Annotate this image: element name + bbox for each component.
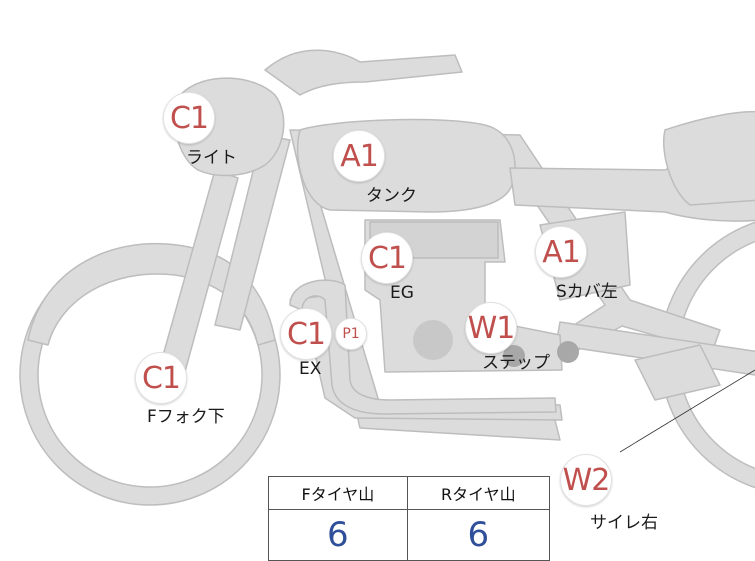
marker-step-label: ステップ [482, 353, 550, 373]
marker-engine-label: EG [390, 283, 414, 303]
step-peg-right [557, 341, 579, 363]
marker-engine-code: C1 [361, 232, 413, 284]
marker-exhaust-label: EX [299, 359, 322, 379]
marker-exhaust-p-code: P1 [335, 318, 367, 350]
marker-muffler-code: W2 [560, 454, 612, 506]
handlebar [264, 49, 463, 96]
rear-tire-header: Rタイヤ山 [406, 476, 551, 510]
front-tire-value: 6 [268, 509, 408, 561]
marker-light-code: C1 [163, 92, 215, 144]
muffler-leader-line [619, 369, 755, 453]
rear-tire-value: 6 [406, 509, 551, 561]
marker-step-code: W1 [465, 302, 517, 354]
marker-front-fork-label: Fフォク下 [147, 407, 225, 427]
front-tire-header: Fタイヤ山 [268, 476, 408, 510]
marker-side-cover-code: A1 [535, 226, 587, 278]
marker-front-fork-code: C1 [135, 352, 187, 404]
engine-case [413, 320, 453, 360]
tire-tread-table: Fタイヤ山 Rタイヤ山 6 6 [268, 476, 551, 561]
frame [289, 129, 721, 441]
marker-side-cover-label: Sカバ左 [556, 282, 618, 302]
marker-exhaust-code: C1 [280, 308, 332, 360]
marker-tank-code: A1 [333, 130, 385, 182]
marker-tank-label: タンク [366, 186, 417, 206]
marker-muffler-label: サイレ右 [590, 513, 658, 533]
marker-light-label: ライト [186, 148, 237, 168]
step-peg-left [503, 345, 525, 367]
